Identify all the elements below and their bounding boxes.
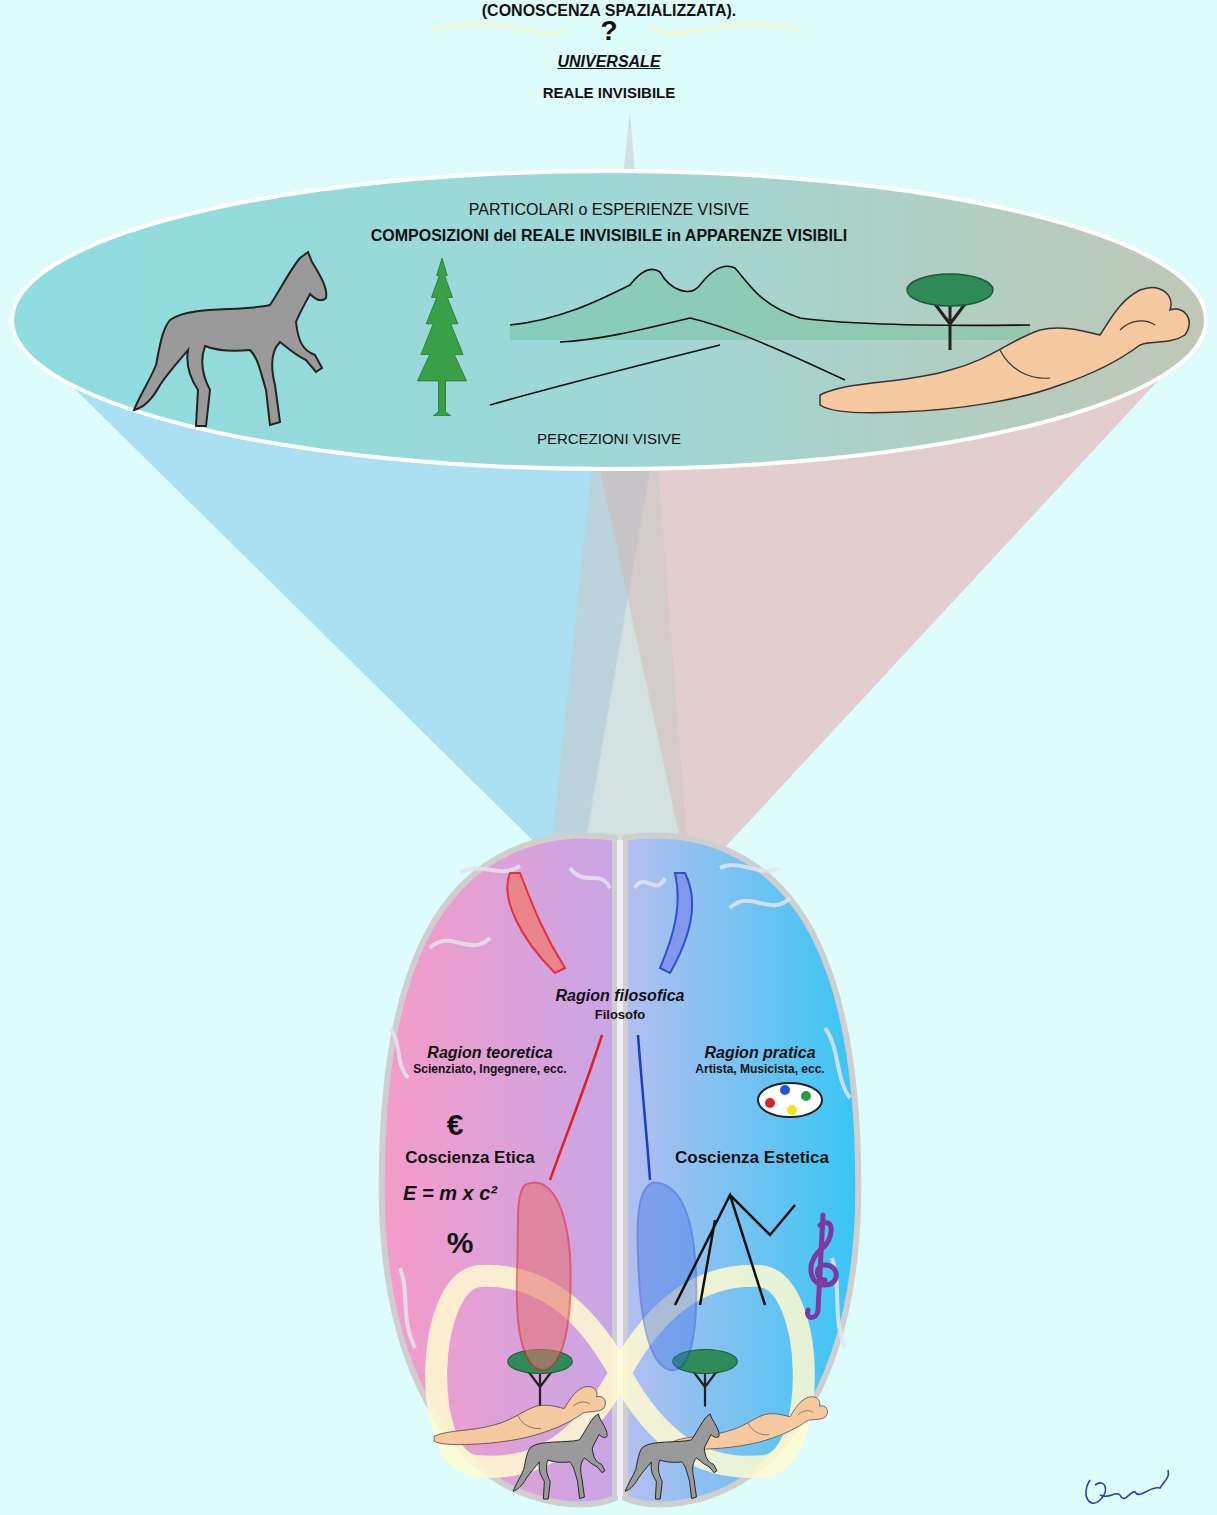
signature: [1086, 1470, 1169, 1503]
illustration-part: [637, 1183, 696, 1371]
illustration-part: [780, 1085, 790, 1095]
illustration-part: [490, 318, 845, 405]
illustration-part: [550, 1035, 602, 1180]
illustration-part: [765, 1098, 775, 1108]
aesthetic-region: Ragion praticaArtista, Musicista, ecc. Co…: [620, 1035, 865, 1505]
illustration-part: [513, 1414, 607, 1499]
node-text: Ragion filosofica: [556, 986, 685, 1005]
illustration-part: [730, 898, 790, 908]
node-text: Filosofo: [595, 1007, 646, 1023]
perception-ellipse: PARTICOLARI o ESPERIENZE VISIVE COMPOSIZI…: [9, 168, 1209, 472]
illustration-part: [787, 1105, 797, 1115]
brain-shape: [370, 828, 870, 1512]
node-text: PARTICOLARI o ESPERIENZE VISIVE: [469, 200, 749, 219]
illustration-part: [517, 1183, 571, 1371]
node-text: Coscienza Estetica: [675, 1148, 829, 1168]
illustration-part: [12, 171, 1206, 469]
illustration-part: [390, 1028, 408, 1078]
illustration-part: [825, 1028, 850, 1098]
illustration-part: [820, 288, 1189, 413]
node-text: Artista, Musicista, ecc.: [695, 1062, 824, 1076]
ethical-region: Ragion teoreticaScienziato, Ingegnere, e…: [375, 1035, 620, 1505]
illustration-part: [625, 836, 858, 1505]
illustration-part: [460, 866, 520, 873]
illustration-part: [417, 258, 466, 416]
illustration-part: [625, 1414, 719, 1499]
brain: Ragion filosoficaFilosofo Ragion teoreti…: [370, 828, 870, 1512]
node-text: COMPOSIZIONI del REALE INVISIBILE in APP…: [371, 226, 848, 245]
illustration-part: [134, 252, 326, 426]
illustration-part: [907, 274, 993, 350]
illustration-part: [434, 1387, 605, 1445]
illustration-part: [660, 873, 692, 973]
node-text: PERCEZIONI VISIVE: [537, 430, 681, 448]
heading-label: REALE INVISIBILE: [543, 84, 676, 102]
illustration-part: [801, 1091, 811, 1101]
node-text: Ragion teoretica: [427, 1043, 552, 1062]
illustration-part: [720, 865, 780, 871]
illustration-part: [570, 868, 610, 888]
heading-label: UNIVERSALE: [557, 52, 660, 71]
node-text: Coscienza Etica: [405, 1148, 534, 1168]
node-text: €: [447, 1107, 464, 1143]
heading-label: ?: [600, 14, 617, 48]
illustration-part: [400, 1268, 415, 1348]
node-text: E = m x c²: [403, 1181, 497, 1205]
illustration-part: [507, 873, 565, 973]
illustration-part: [675, 1195, 795, 1305]
node-text: Scienziato, Ingegnere, ecc.: [413, 1062, 566, 1076]
illustration-part: [430, 938, 490, 948]
node-text: Ragion pratica: [704, 1043, 815, 1062]
illustration-part: [382, 836, 615, 1505]
node-text: %: [447, 1225, 474, 1261]
aesthetic-region-shape: [620, 1035, 865, 1505]
illustration-part: [808, 1215, 837, 1318]
illustration-part: [635, 878, 665, 888]
illustration-part: [758, 1083, 822, 1117]
ethical-region-shape: [375, 1035, 620, 1505]
illustration-part: [638, 1035, 650, 1180]
